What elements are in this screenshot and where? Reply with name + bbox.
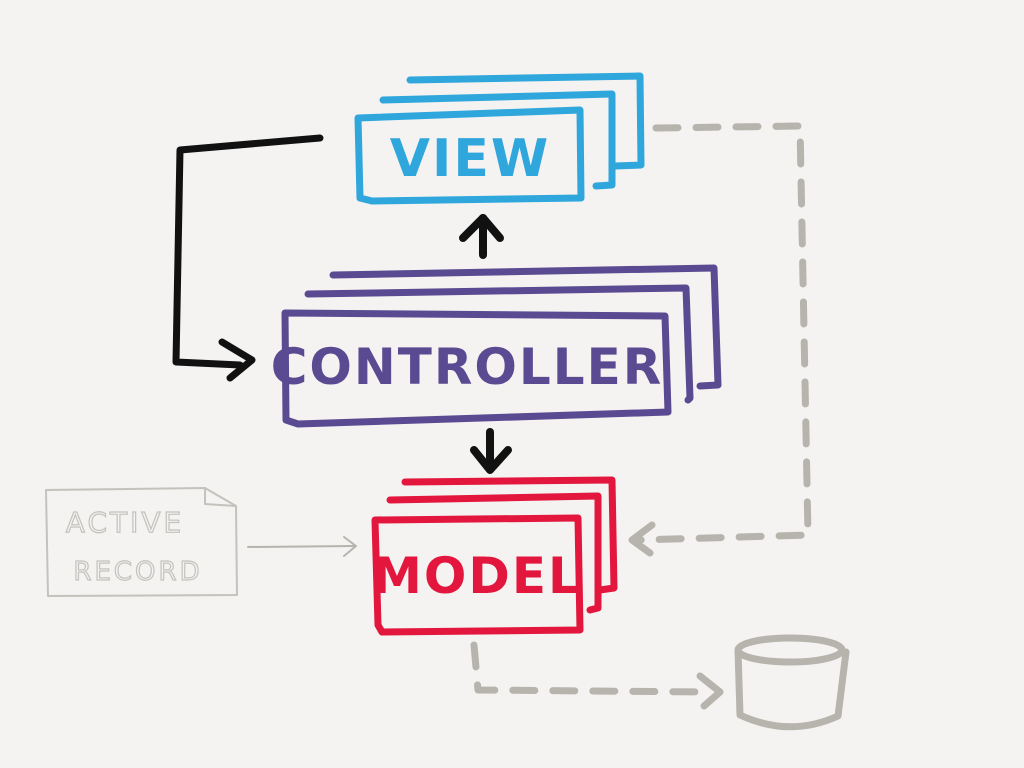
dashed-arrowhead-to-model xyxy=(628,521,656,557)
model-box-front xyxy=(371,514,584,636)
view-box-stack xyxy=(354,72,645,205)
controller-box-middle xyxy=(304,284,694,404)
active-record-label-line2: RECORD xyxy=(73,557,202,587)
view-box-back xyxy=(406,72,645,170)
arrow-controller-to-model xyxy=(470,428,512,474)
view-box-middle xyxy=(379,90,616,190)
model-label: MODEL xyxy=(372,547,582,605)
view-box-front xyxy=(354,106,585,205)
arrow-active-record-to-model xyxy=(247,536,357,557)
dashed-model-to-database xyxy=(470,641,712,696)
model-box-stack xyxy=(371,476,618,636)
model-box-back xyxy=(401,476,618,594)
view-label: VIEW xyxy=(390,129,550,189)
active-record-document xyxy=(45,487,238,597)
dashed-view-to-model xyxy=(636,122,812,544)
active-record-label-line1: ACTIVE xyxy=(66,506,184,539)
arrow-view-to-controller xyxy=(172,134,324,382)
database-icon xyxy=(734,634,850,731)
dashed-arrowhead-to-database xyxy=(696,672,724,710)
controller-box-stack xyxy=(281,264,722,428)
controller-box-back xyxy=(329,264,722,390)
arrow-controller-to-view xyxy=(459,214,504,259)
model-box-middle xyxy=(386,492,602,614)
controller-box-front xyxy=(281,309,672,428)
controller-label: CONTROLLER xyxy=(271,338,664,396)
